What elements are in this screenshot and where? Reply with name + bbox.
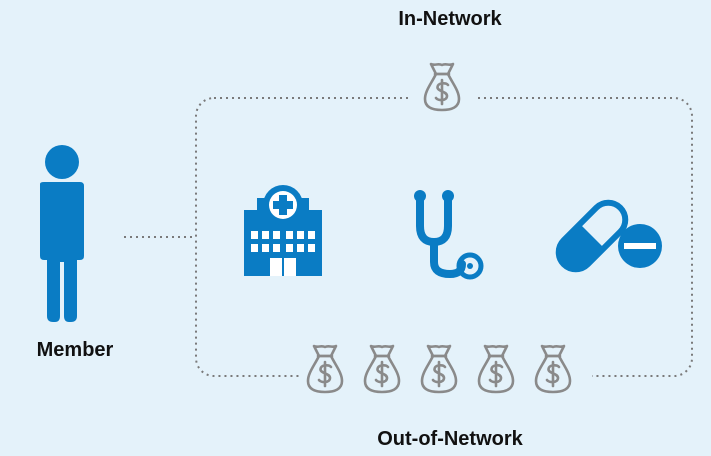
stethoscope-icon [414, 190, 484, 280]
pill-icon [555, 199, 662, 273]
member-label: Member [36, 339, 114, 361]
out-of-network-cost [300, 344, 592, 394]
in-network-cost [408, 62, 476, 114]
hospital-icon [244, 185, 322, 276]
out-of-network-label: Out-of-Network [377, 428, 523, 450]
in-network-label: In-Network [398, 8, 502, 30]
person-icon [40, 145, 84, 322]
